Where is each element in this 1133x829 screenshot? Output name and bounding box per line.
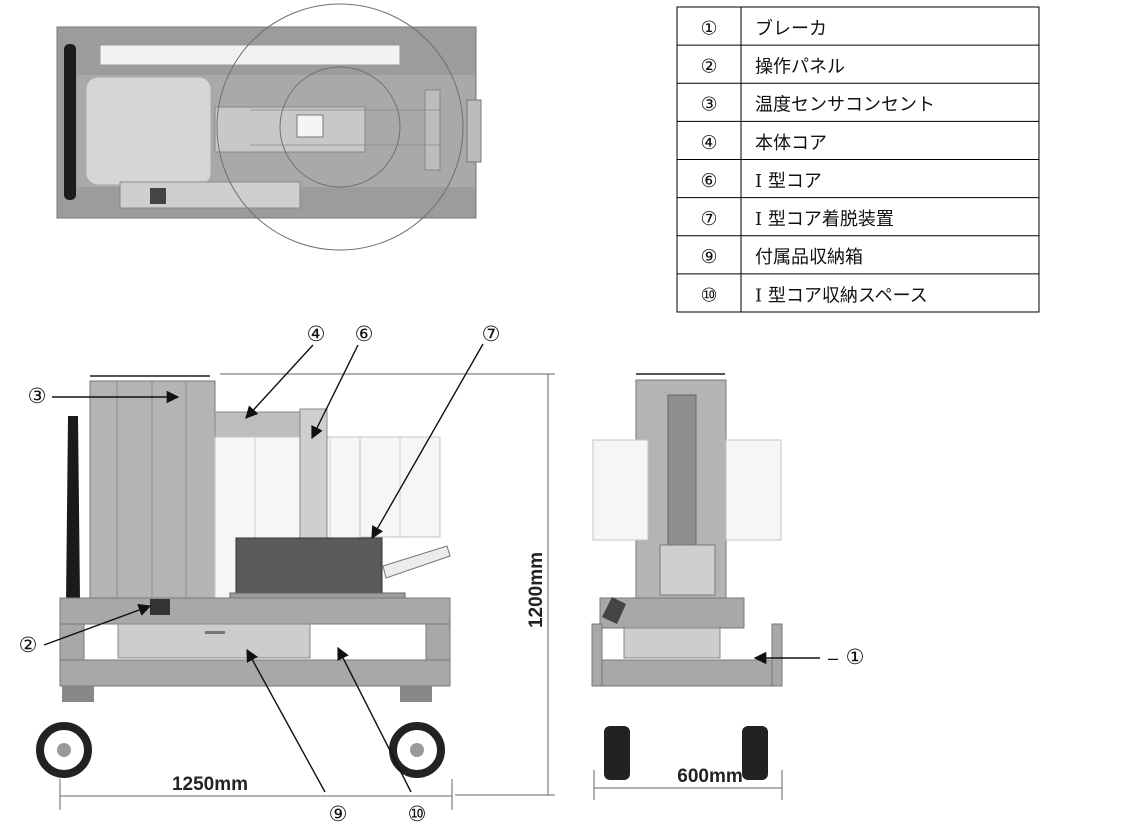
dimension-width: 600mm [677, 766, 743, 787]
legend-number: ⑨ [700, 246, 717, 268]
legend-label: I 型コア収納スペース [755, 285, 928, 306]
callout-10: ⑩ [408, 802, 427, 826]
legend-number: ⑥ [700, 170, 717, 192]
dimension-height: 1200mm [526, 552, 547, 628]
front-view [591, 373, 783, 780]
callout-1-dash: – [828, 648, 838, 668]
legend-label: 温度センサコンセント [755, 95, 935, 116]
legend-label: ブレーカ [755, 17, 827, 39]
legend-number: ② [700, 56, 717, 78]
callout-6: ⑥ [355, 322, 374, 346]
callout-4: ④ [307, 322, 326, 346]
dimension-lines [59, 373, 783, 810]
legend-label: 操作パネル [755, 57, 845, 78]
legend-number: ④ [700, 132, 717, 154]
legend-label: 付属品収納箱 [755, 247, 863, 268]
callout-9: ⑨ [329, 802, 348, 826]
legend-label: 本体コア [755, 133, 827, 154]
legend-table: ① ブレーカ ② 操作パネル ③ 温度センサコンセント ④ 本体コア ⑥ I 型コア ⑦ I 型コア着… [676, 6, 1040, 313]
legend-number: ⑩ [700, 284, 717, 306]
callout-2: ② [19, 633, 38, 657]
callout-7: ⑦ [482, 322, 501, 346]
legend-number: ③ [700, 94, 717, 116]
leader-arrows [43, 343, 820, 793]
callout-3: ③ [28, 384, 47, 408]
callout-1: ① [846, 645, 865, 669]
legend-label: I 型コア着脱装置 [755, 209, 894, 230]
side-view [36, 375, 451, 778]
legend-number: ⑦ [700, 208, 717, 230]
legend-number: ① [700, 17, 717, 39]
legend-label: I 型コア [755, 171, 822, 192]
dimension-length: 1250mm [172, 774, 248, 795]
top-view [56, 3, 482, 251]
